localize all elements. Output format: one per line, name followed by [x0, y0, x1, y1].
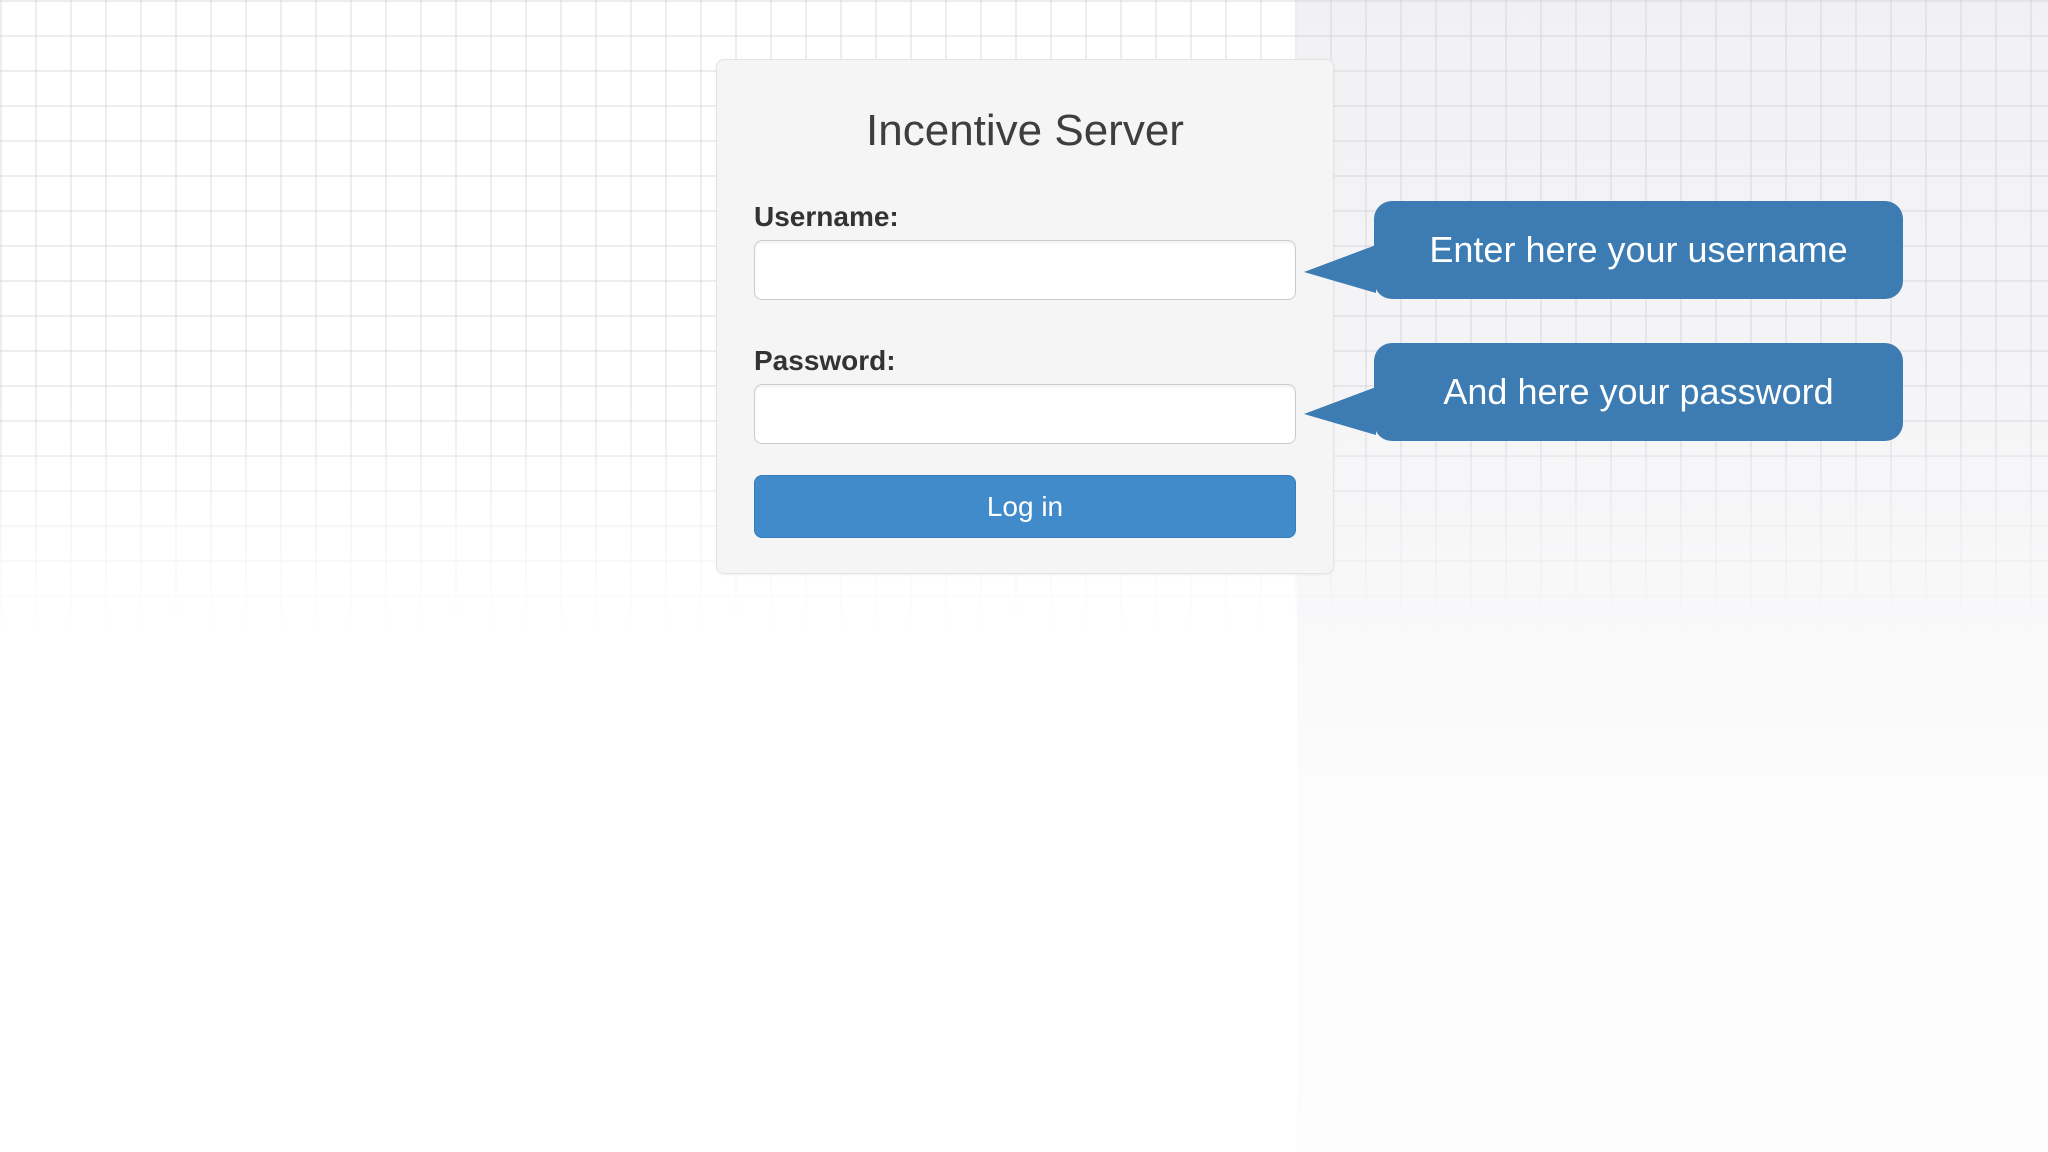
- tooltip-arrow-icon: [1304, 387, 1376, 435]
- username-input[interactable]: [754, 240, 1296, 300]
- password-label: Password:: [754, 345, 896, 376]
- tooltip-text: Enter here your username: [1429, 229, 1848, 270]
- login-panel: Incentive Server Username: Password: Log…: [716, 59, 1334, 574]
- tooltip-arrow-icon: [1304, 245, 1376, 293]
- tooltip-username: Enter here your username: [1304, 201, 1903, 299]
- page-title: Incentive Server: [866, 106, 1184, 155]
- login-button[interactable]: Log in: [754, 475, 1296, 538]
- username-label: Username:: [754, 201, 899, 232]
- tooltip-password: And here your password: [1304, 343, 1903, 441]
- tooltip-text: And here your password: [1443, 371, 1834, 412]
- password-input[interactable]: [754, 384, 1296, 444]
- background-right-shade: [1297, 0, 2048, 1152]
